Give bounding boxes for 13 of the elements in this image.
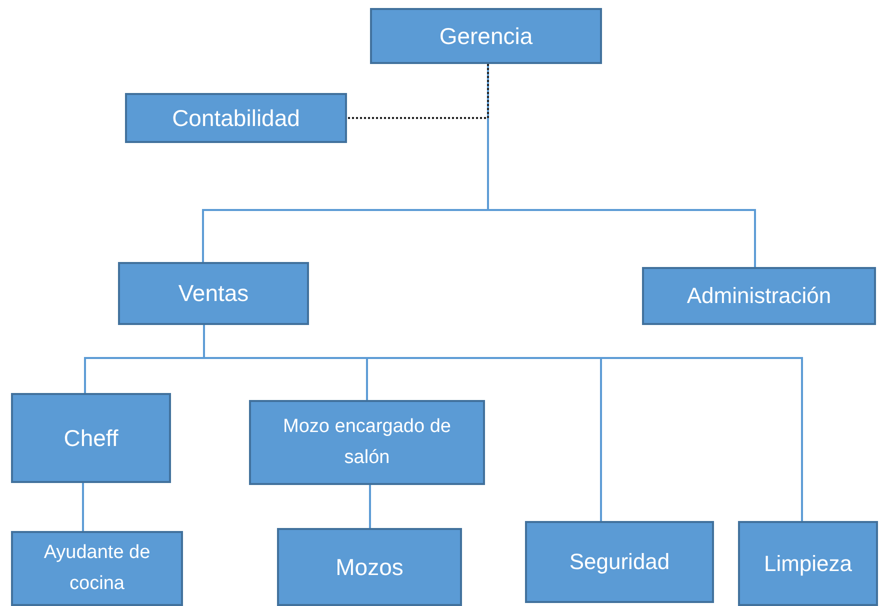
org-box: Administración — [642, 267, 876, 325]
connector-line — [82, 483, 84, 531]
org-box: Ayudante de cocina — [11, 531, 183, 606]
connector-line — [347, 64, 489, 119]
org-box: Gerencia — [370, 8, 602, 64]
org-box: Mozo encargado de salón — [249, 400, 485, 485]
org-box: Cheff — [11, 393, 171, 483]
connector-line — [369, 485, 371, 528]
org-box: Seguridad — [525, 521, 714, 603]
org-box: Ventas — [118, 262, 309, 325]
org-box: Limpieza — [738, 521, 878, 606]
org-box: Contabilidad — [125, 93, 347, 143]
org-box: Mozos — [277, 528, 462, 606]
